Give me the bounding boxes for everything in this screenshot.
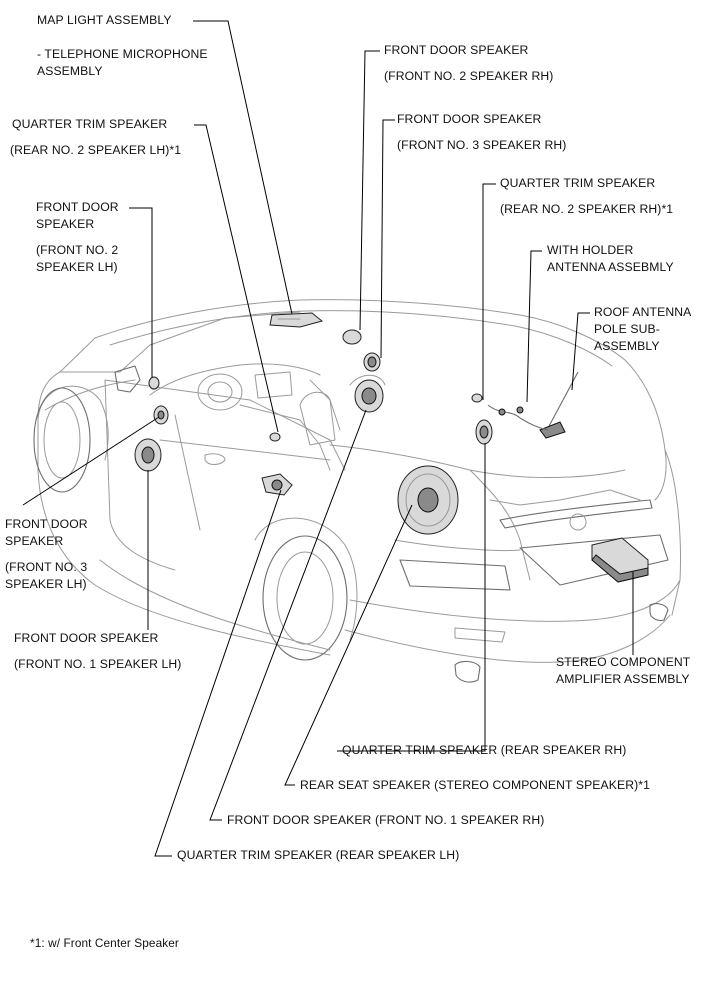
label-line: SPEAKER LH) [5, 577, 87, 591]
label-rear-seat: REAR SEAT SPEAKER (STEREO COMPONENT SPEA… [300, 777, 650, 794]
label-front-door-no2-rh: FRONT DOOR SPEAKER (FRONT NO. 2 SPEAKER … [384, 42, 553, 85]
label-map-light: MAP LIGHT ASSEMBLY - TELEPHONE MICROPHON… [37, 12, 208, 80]
car-body [33, 299, 681, 683]
speaker-parts [134, 329, 649, 583]
label-line [397, 128, 566, 137]
label-front-door-no3-lh: FRONT DOOR SPEAKER (FRONT NO. 3 SPEAKER … [5, 516, 88, 593]
label-line: (FRONT NO. 1 SPEAKER LH) [14, 657, 182, 671]
label-line: QUARTER TRIM SPEAKER [12, 117, 168, 131]
label-front-door-no2-lh: FRONT DOOR SPEAKER (FRONT NO. 2 SPEAKER … [36, 199, 119, 276]
label-line [37, 29, 208, 46]
label-line: FRONT DOOR SPEAKER [384, 43, 529, 57]
label-roof-antenna: ROOF ANTENNA POLE SUB- ASSEMBLY [594, 304, 691, 355]
label-line: SPEAKER LH) [36, 260, 118, 274]
label-line: QUARTER TRIM SPEAKER (REAR SPEAKER RH) [342, 743, 627, 757]
label-quarter-trim-no2-lh: QUARTER TRIM SPEAKER (REAR NO. 2 SPEAKER… [10, 116, 182, 159]
label-line: (FRONT NO. 2 [36, 243, 119, 257]
label-line [36, 233, 119, 242]
label-line: - TELEPHONE MICROPHONE [37, 47, 208, 61]
label-front-door-no1-rh: FRONT DOOR SPEAKER (FRONT NO. 1 SPEAKER … [227, 812, 544, 829]
label-line: AMPLIFIER ASSEMBLY [556, 672, 690, 686]
leader-lines [22, 20, 634, 857]
label-line: ROOF ANTENNA [594, 305, 692, 319]
label-line: FRONT DOOR SPEAKER [397, 112, 542, 126]
label-line: (REAR NO. 2 SPEAKER LH)*1 [10, 143, 182, 157]
label-line [384, 59, 553, 68]
label-line: WITH HOLDER [547, 243, 634, 257]
label-line [12, 133, 181, 142]
label-line [500, 192, 673, 201]
label-front-door-no3-rh: FRONT DOOR SPEAKER (FRONT NO. 3 SPEAKER … [397, 111, 566, 154]
label-holder-antenna: WITH HOLDER ANTENNA ASSEBMLY [547, 242, 674, 276]
label-line: (FRONT NO. 2 SPEAKER RH) [384, 69, 554, 83]
label-line: QUARTER TRIM SPEAKER (REAR SPEAKER LH) [177, 848, 460, 862]
label-amplifier: STEREO COMPONENT AMPLIFIER ASSEMBLY [556, 654, 690, 688]
label-line: SPEAKER [5, 534, 64, 548]
label-line: (FRONT NO. 3 SPEAKER RH) [397, 138, 567, 152]
label-line: FRONT DOOR SPEAKER [14, 631, 159, 645]
label-line: MAP LIGHT ASSEMBLY [37, 13, 172, 27]
label-line: (FRONT NO. 3 [5, 560, 88, 574]
label-line: ASSEMBLY [594, 339, 660, 353]
label-line: FRONT DOOR [36, 200, 119, 214]
label-quarter-trim-rh: QUARTER TRIM SPEAKER (REAR SPEAKER RH) [342, 742, 626, 759]
label-line: ANTENNA ASSEBMLY [547, 260, 674, 274]
label-line: POLE SUB- [594, 322, 660, 336]
label-line: FRONT DOOR [5, 517, 88, 531]
label-line [14, 647, 181, 656]
label-quarter-trim-no2-rh: QUARTER TRIM SPEAKER (REAR NO. 2 SPEAKER… [500, 175, 673, 218]
footnote: *1: w/ Front Center Speaker [30, 936, 179, 950]
label-line: ASSEMBLY [37, 64, 103, 78]
label-line: STEREO COMPONENT [556, 655, 691, 669]
label-line: FRONT DOOR SPEAKER (FRONT NO. 1 SPEAKER … [227, 813, 545, 827]
label-front-door-no1-lh: FRONT DOOR SPEAKER (FRONT NO. 1 SPEAKER … [14, 630, 181, 673]
label-line: QUARTER TRIM SPEAKER [500, 176, 656, 190]
label-line: SPEAKER [36, 217, 95, 231]
label-line [5, 550, 88, 559]
label-quarter-trim-lh: QUARTER TRIM SPEAKER (REAR SPEAKER LH) [177, 847, 459, 864]
label-line: REAR SEAT SPEAKER (STEREO COMPONENT SPEA… [300, 778, 650, 792]
label-line: (REAR NO. 2 SPEAKER RH)*1 [500, 202, 674, 216]
